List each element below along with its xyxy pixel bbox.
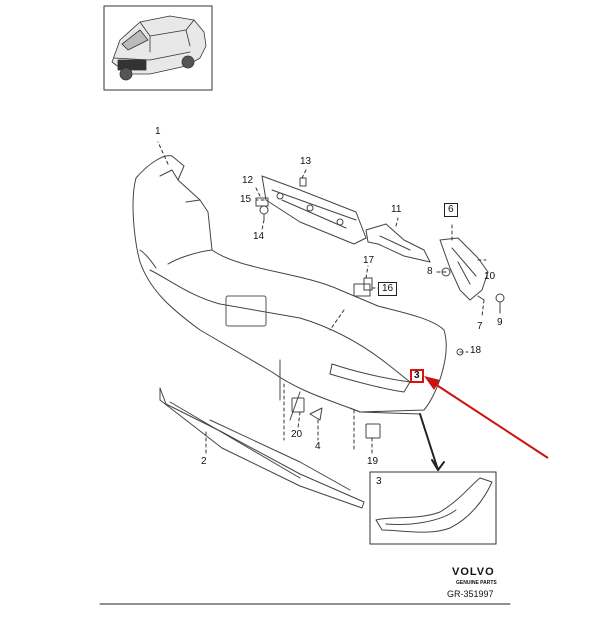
callout-17: 17 [363, 255, 375, 266]
callout-18: 18 [470, 345, 482, 356]
callout-14: 14 [253, 231, 265, 242]
callout-20: 20 [291, 429, 303, 440]
callout-9: 9 [497, 317, 503, 328]
bracket-part [365, 223, 431, 263]
callout-1: 1 [155, 126, 161, 137]
callout-7: 7 [477, 321, 483, 332]
inset-frame [369, 471, 497, 545]
corner-trim-part [375, 477, 493, 533]
brand-tagline: GENUINE PARTS [456, 580, 497, 586]
bumper-cover-part [132, 155, 447, 421]
callout-11: 11 [391, 204, 402, 215]
car-thumbnail-icon [111, 15, 207, 81]
red-arrow-icon [424, 376, 549, 459]
side-bracket-part [439, 237, 489, 301]
callout-15: 15 [240, 194, 252, 205]
callout-4: 4 [315, 441, 321, 452]
callout-13: 13 [300, 156, 312, 167]
fastener-parts [255, 177, 505, 439]
callout-19: 19 [367, 456, 379, 467]
callout-6: 6 [444, 203, 458, 217]
callout-10: 10 [484, 271, 496, 282]
drawing-reference: GR-351997 [447, 589, 494, 599]
callout-3-inset: 3 [376, 476, 382, 487]
callout-16: 16 [378, 282, 398, 296]
callout-12: 12 [242, 175, 254, 186]
brand-logo: VOLVO [452, 566, 495, 578]
lower-spoiler-part [159, 387, 365, 509]
callout-3-highlighted: 3 [410, 369, 424, 383]
callout-8: 8 [427, 266, 433, 277]
reinforcement-part [261, 175, 367, 245]
callout-2: 2 [201, 456, 207, 467]
